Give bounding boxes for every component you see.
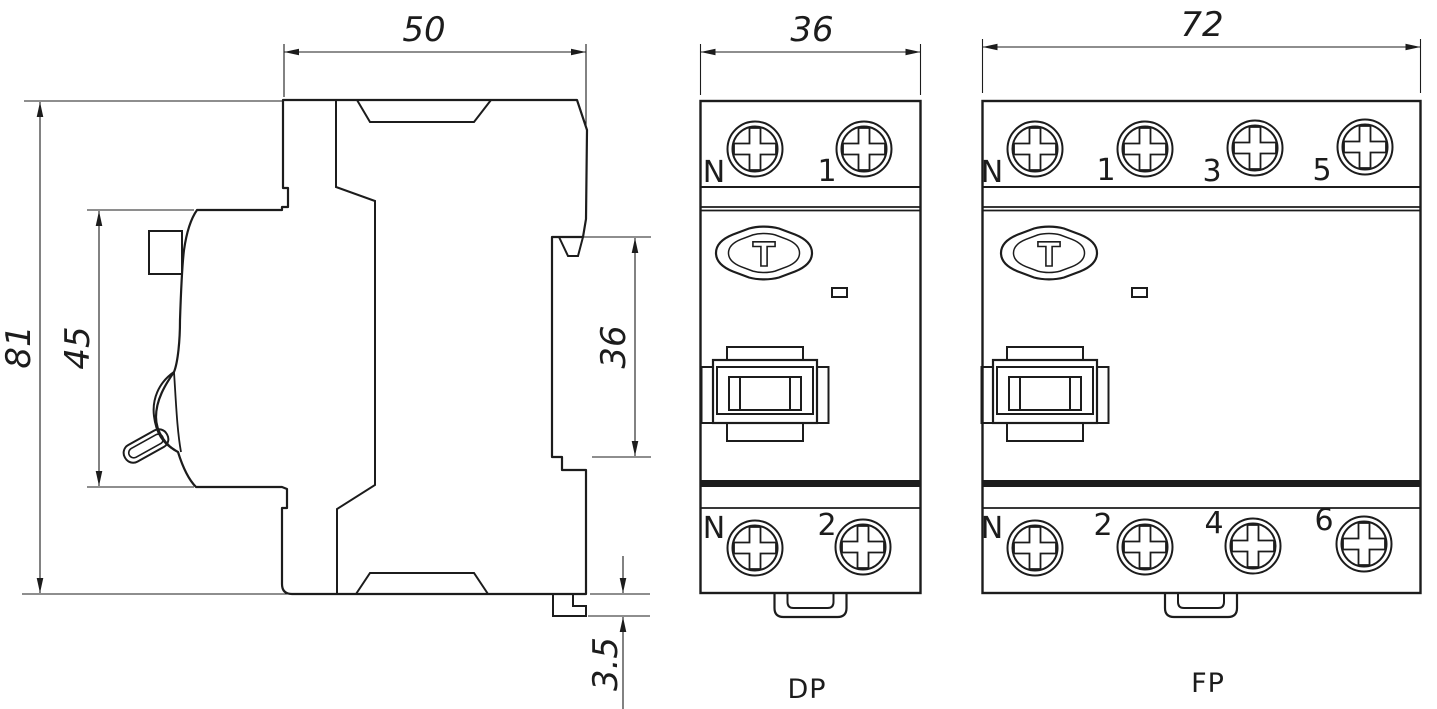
test-button: T — [714, 225, 814, 281]
dim-text-36-dp: 36 — [790, 10, 833, 50]
dim-text-36-side: 36 — [594, 325, 634, 368]
dim-text-81: 81 — [0, 325, 39, 368]
terminal-label: N — [703, 155, 725, 190]
rocker-switch — [980, 345, 1110, 443]
dim-72-fp: 72 — [981, 5, 1422, 93]
terminal-screw-n-bottom — [1006, 519, 1064, 577]
terminal-label: 5 — [1312, 153, 1331, 188]
terminal-screw-2 — [1116, 518, 1174, 576]
dim-36-dp: 36 — [699, 10, 922, 95]
dim-50: 50 — [283, 10, 587, 126]
din-rail-claw — [558, 236, 584, 257]
test-button-symbol: T — [1038, 235, 1061, 274]
side-view-outline — [154, 98, 589, 596]
side-bottom-clip — [552, 594, 587, 617]
dim-text-45: 45 — [58, 326, 98, 369]
side-view: 50 81 45 36 3.5 — [0, 10, 651, 709]
terminal-screw-3 — [1226, 119, 1284, 177]
status-indicator — [831, 287, 848, 298]
front-face-line — [173, 371, 182, 453]
terminal-label: 3 — [1202, 154, 1221, 189]
dp-front-view: N 1 N 2 T 36 DP — [699, 10, 922, 705]
dp-body — [699, 99, 922, 595]
lever-hub-arc — [152, 371, 176, 451]
front-tab — [148, 230, 183, 275]
din-clip — [773, 591, 848, 619]
din-clip — [1163, 591, 1239, 619]
fp-front-view: N 1 3 5 N 2 4 6 T 72 FP — [980, 5, 1422, 699]
terminal-label: 4 — [1204, 506, 1223, 541]
terminal-screw-5 — [1336, 118, 1394, 176]
terminal-label: 2 — [817, 508, 836, 543]
terminal-screw-n-top — [1006, 120, 1064, 178]
terminal-screw-1 — [1116, 120, 1174, 178]
terminal-screw-n-bottom — [726, 519, 784, 577]
terminal-label: N — [981, 511, 1003, 546]
terminal-screw-1 — [835, 120, 893, 178]
dim-text-72-fp: 72 — [1180, 5, 1223, 45]
fp-caption: FP — [1191, 668, 1225, 699]
terminal-screw-6 — [1335, 515, 1393, 573]
top-vent-recess — [356, 99, 492, 123]
dim-text-3-5: 3.5 — [586, 637, 626, 691]
dp-caption: DP — [787, 674, 826, 705]
toggle-lever — [122, 428, 170, 464]
dp-lower-bar — [700, 480, 921, 487]
terminal-screw-n-top — [726, 120, 784, 178]
terminal-screw-2 — [834, 518, 892, 576]
side-view-inner-contour — [335, 100, 376, 594]
dim-81: 81 — [0, 100, 290, 595]
fp-body — [981, 99, 1422, 595]
terminal-label: N — [703, 511, 725, 546]
terminal-label: 6 — [1314, 503, 1333, 538]
dim-text-50: 50 — [402, 10, 445, 50]
terminal-screw-4 — [1224, 517, 1282, 575]
test-button: T — [999, 225, 1099, 281]
dim-3-5: 3.5 — [586, 556, 650, 709]
terminal-label: 1 — [1096, 153, 1115, 188]
fp-lower-bar — [982, 480, 1421, 487]
rocker-switch — [700, 345, 830, 443]
dim-36-side: 36 — [584, 236, 651, 458]
status-indicator — [1131, 287, 1148, 298]
test-button-symbol: T — [753, 235, 776, 274]
terminal-label: N — [981, 155, 1003, 190]
bottom-vent-recess — [355, 572, 489, 595]
dim-45: 45 — [58, 209, 194, 488]
terminal-label: 2 — [1093, 508, 1112, 543]
terminal-label: 1 — [817, 154, 836, 189]
